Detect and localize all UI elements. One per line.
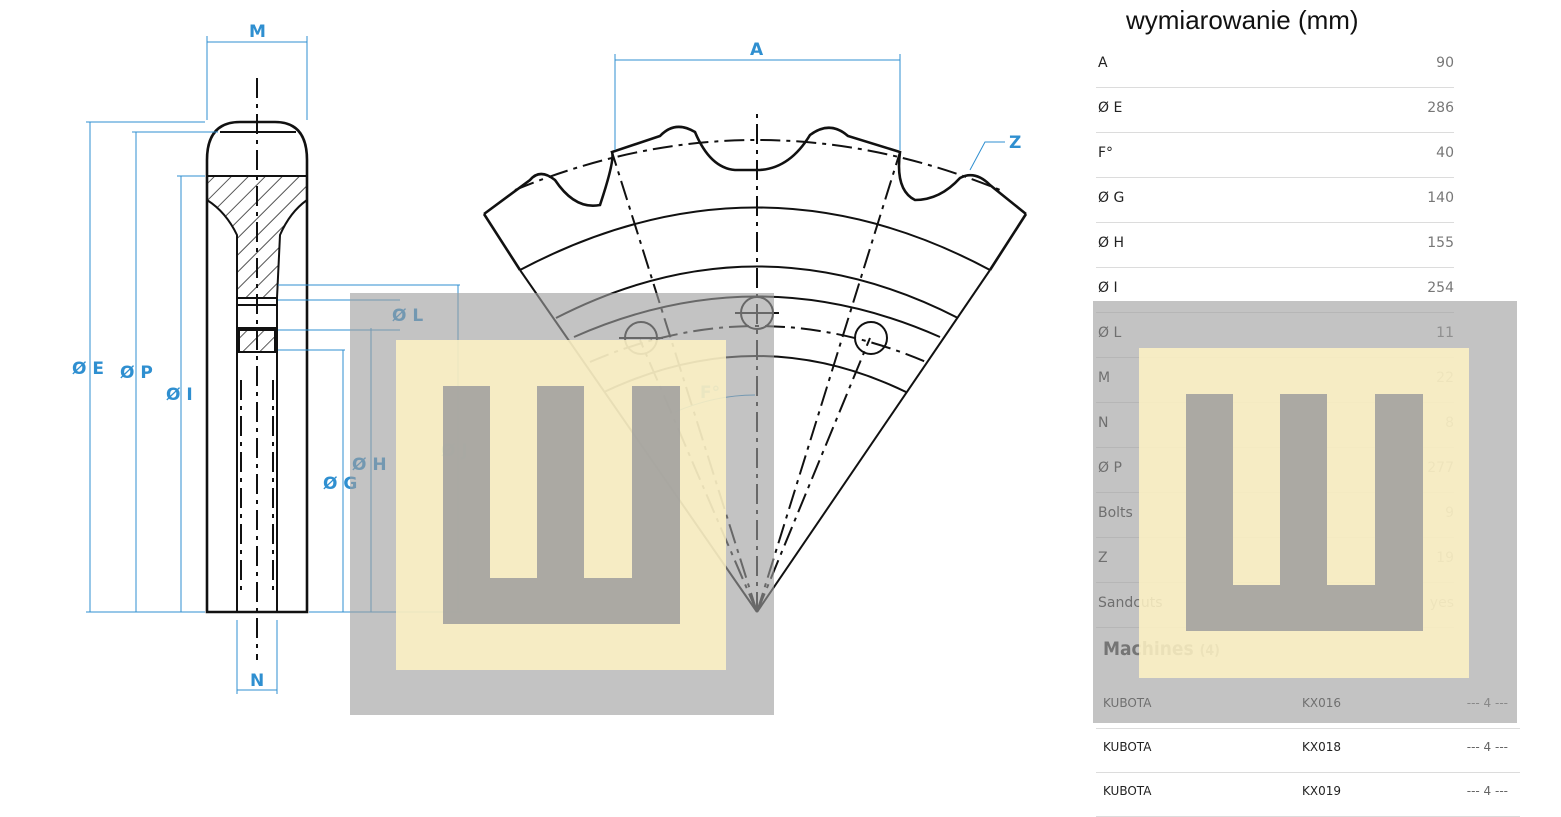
- spec-value: 155: [1427, 235, 1454, 251]
- spec-key: Sandcuts: [1098, 595, 1163, 611]
- spec-row: M 22: [1096, 358, 1454, 403]
- machine-model: KX019: [1302, 784, 1341, 798]
- spec-key: Ø G: [1098, 190, 1125, 206]
- spec-row: Ø P 277: [1096, 448, 1454, 493]
- side-section-view: [205, 78, 309, 660]
- table-title: wymiarowanie (mm): [1126, 5, 1359, 35]
- spec-row: Sandcuts yes: [1096, 583, 1454, 628]
- spec-value: 11: [1436, 325, 1454, 341]
- machine-row[interactable]: KUBOTA KX016 --- 4 ---: [1096, 684, 1520, 729]
- spec-key: Z: [1098, 550, 1108, 566]
- spec-value: 9: [1445, 505, 1454, 521]
- machine-row[interactable]: KUBOTA KX018 --- 4 ---: [1096, 728, 1520, 773]
- label-Z: Z: [1009, 133, 1021, 153]
- spec-key: Ø L: [1098, 325, 1122, 341]
- spec-value: 40: [1436, 145, 1454, 161]
- sprocket-technical-drawing: M Ø E Ø P Ø I Ø L Ø H Ø G Ø J N: [72, 22, 1028, 715]
- spec-row: Bolts 9: [1096, 493, 1454, 538]
- label-E: Ø E: [72, 359, 104, 379]
- spec-key: A: [1098, 55, 1108, 71]
- spec-value: 140: [1427, 190, 1454, 206]
- label-I: Ø I: [166, 385, 193, 405]
- spec-value: 19: [1436, 550, 1454, 566]
- label-A: A: [750, 40, 764, 60]
- spec-value: 22: [1436, 370, 1454, 386]
- spec-key: N: [1098, 415, 1109, 431]
- spec-value: 8: [1445, 415, 1454, 431]
- machines-title: Machines (4): [1103, 638, 1220, 660]
- spec-key: Bolts: [1098, 505, 1133, 521]
- machine-qty: --- 4 ---: [1466, 696, 1508, 710]
- machine-qty: --- 4 ---: [1466, 740, 1508, 754]
- machines-title-text: Machines: [1103, 638, 1194, 660]
- spec-row: A 90: [1096, 43, 1454, 88]
- spec-value: 277: [1427, 460, 1454, 476]
- machine-model: KX016: [1302, 696, 1341, 710]
- machine-qty: --- 4 ---: [1466, 784, 1508, 798]
- spec-key: F°: [1098, 145, 1114, 161]
- machines-count: (4): [1199, 643, 1220, 659]
- spec-value: 254: [1427, 280, 1454, 296]
- spec-key: Ø P: [1098, 460, 1122, 476]
- spec-row: Ø E 286: [1096, 88, 1454, 133]
- spec-key: Ø E: [1098, 100, 1123, 116]
- spec-key: M: [1098, 370, 1111, 386]
- spec-row: F° 40: [1096, 133, 1454, 178]
- machine-brand: KUBOTA: [1103, 696, 1152, 710]
- watermark-logo-left: [350, 293, 774, 715]
- spec-row: Ø G 140: [1096, 178, 1454, 223]
- label-G: Ø G: [323, 474, 357, 494]
- machine-model: KX018: [1302, 740, 1341, 754]
- machine-brand: KUBOTA: [1103, 740, 1152, 754]
- label-P: Ø P: [120, 363, 153, 383]
- label-M: M: [249, 22, 266, 42]
- spec-value: yes: [1429, 595, 1454, 611]
- spec-row: Z 19: [1096, 538, 1454, 583]
- machine-brand: KUBOTA: [1103, 784, 1152, 798]
- spec-key: Ø H: [1098, 235, 1124, 251]
- spec-value: 90: [1436, 55, 1454, 71]
- spec-value: 286: [1427, 100, 1454, 116]
- machine-row[interactable]: KUBOTA KX019 --- 4 ---: [1096, 772, 1520, 817]
- label-N: N: [250, 671, 264, 691]
- spec-row: Ø L 11: [1096, 313, 1454, 358]
- spec-row: Ø I 254: [1096, 268, 1454, 313]
- spec-row: Ø H 155: [1096, 223, 1454, 268]
- spec-key: Ø I: [1098, 280, 1118, 296]
